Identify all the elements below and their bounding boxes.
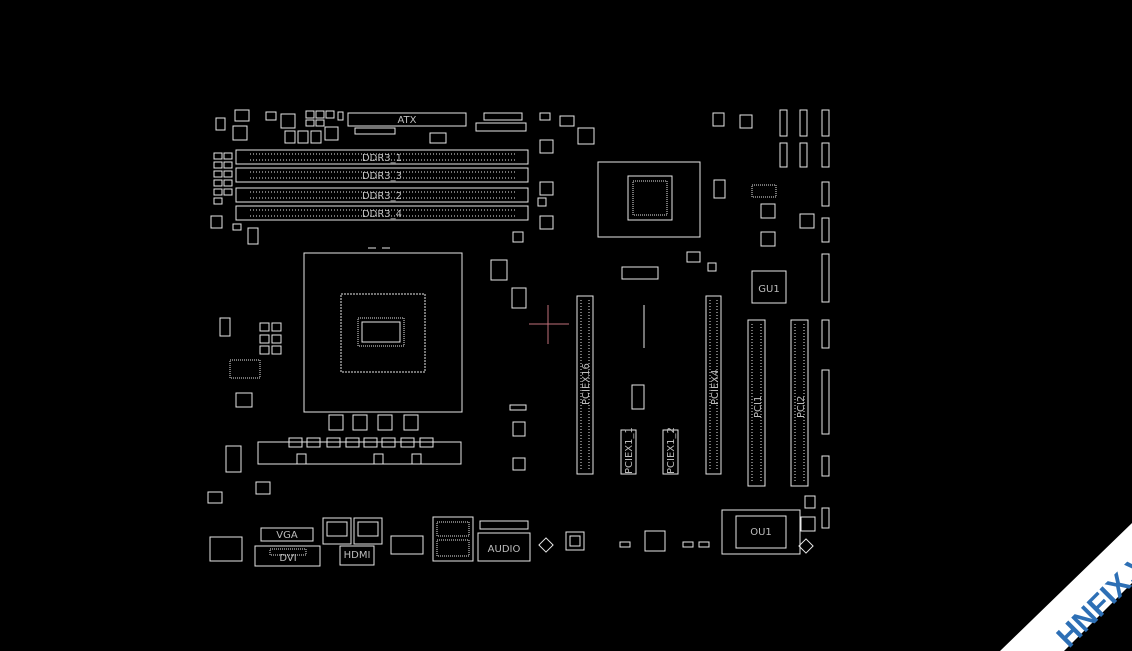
ddr-slot-1-label: DDR3_1 [362,153,402,164]
audio-jack[interactable]: AUDIO [477,520,531,562]
bottom-right-components [798,495,816,554]
left-io-components [207,317,282,504]
vrm-mosfet-row [225,437,462,495]
mid-components [490,259,645,471]
ddr-side-components [210,139,554,245]
pciex16-slot[interactable]: PCIEX16 [576,295,594,475]
pciex1-2-label: PCIEX1_2 [666,427,677,474]
pciex1-1-slot[interactable]: PCIEX1_1 [620,427,637,475]
usb-ports-left[interactable] [322,517,383,545]
hdmi-label: HDMI [344,550,371,561]
ddr-slot-3[interactable]: DDR3_2 [235,187,529,203]
top-left-components [215,109,575,144]
ou1-chip[interactable]: OU1 [721,509,801,555]
pci2-label: PCI2 [796,396,807,418]
right-top-headers [751,109,830,529]
pci2-slot[interactable]: PCI2 [790,319,809,487]
pch-chipset[interactable] [577,112,753,280]
watermark-band [1000,523,1132,651]
ddr-slot-3-label: DDR3_2 [362,191,402,202]
pciex1-2-slot[interactable]: PCIEX1_2 [662,427,679,475]
ddr-slot-2-label: DDR3_3 [362,171,402,182]
watermark: HNFIX.VN [942,471,1132,651]
bottom-mid-components [538,530,710,553]
ps2-port[interactable] [209,535,424,562]
ou1-label: OU1 [750,527,772,538]
ddr-slot-2[interactable]: DDR3_3 [235,167,529,183]
hdmi-port[interactable]: HDMI [339,545,375,566]
dvi-port[interactable]: DVI [254,545,321,567]
gu1-chip[interactable]: GU1 [751,270,787,304]
audio-label: AUDIO [488,544,521,555]
pci1-label: PCI1 [753,396,764,418]
cpu-vrm-chokes [328,414,419,431]
pciex1-1-label: PCIEX1_1 [624,427,635,474]
pciex16-label: PCIEX16 [581,363,592,405]
dvi-label: DVI [279,553,296,564]
pciex4-slot[interactable]: PCIEX4 [705,295,722,475]
atx-connector[interactable]: ATX [347,112,467,127]
atx-label: ATX [397,115,416,126]
cpu-socket[interactable] [303,247,463,413]
vga-port[interactable]: VGA [260,527,314,542]
ddr-slot-4-label: DDR3_4 [362,209,402,220]
vga-label: VGA [276,530,298,541]
ddr-slot-4[interactable]: DDR3_4 [235,205,529,221]
gu1-label: GU1 [758,284,779,295]
pci1-slot[interactable]: PCI1 [747,319,766,487]
pciex4-label: PCIEX4 [710,370,721,406]
crosshair-cursor [529,305,569,344]
lan-usb-stack[interactable] [432,516,474,562]
ddr-slot-1[interactable]: DDR3_1 [235,149,529,165]
